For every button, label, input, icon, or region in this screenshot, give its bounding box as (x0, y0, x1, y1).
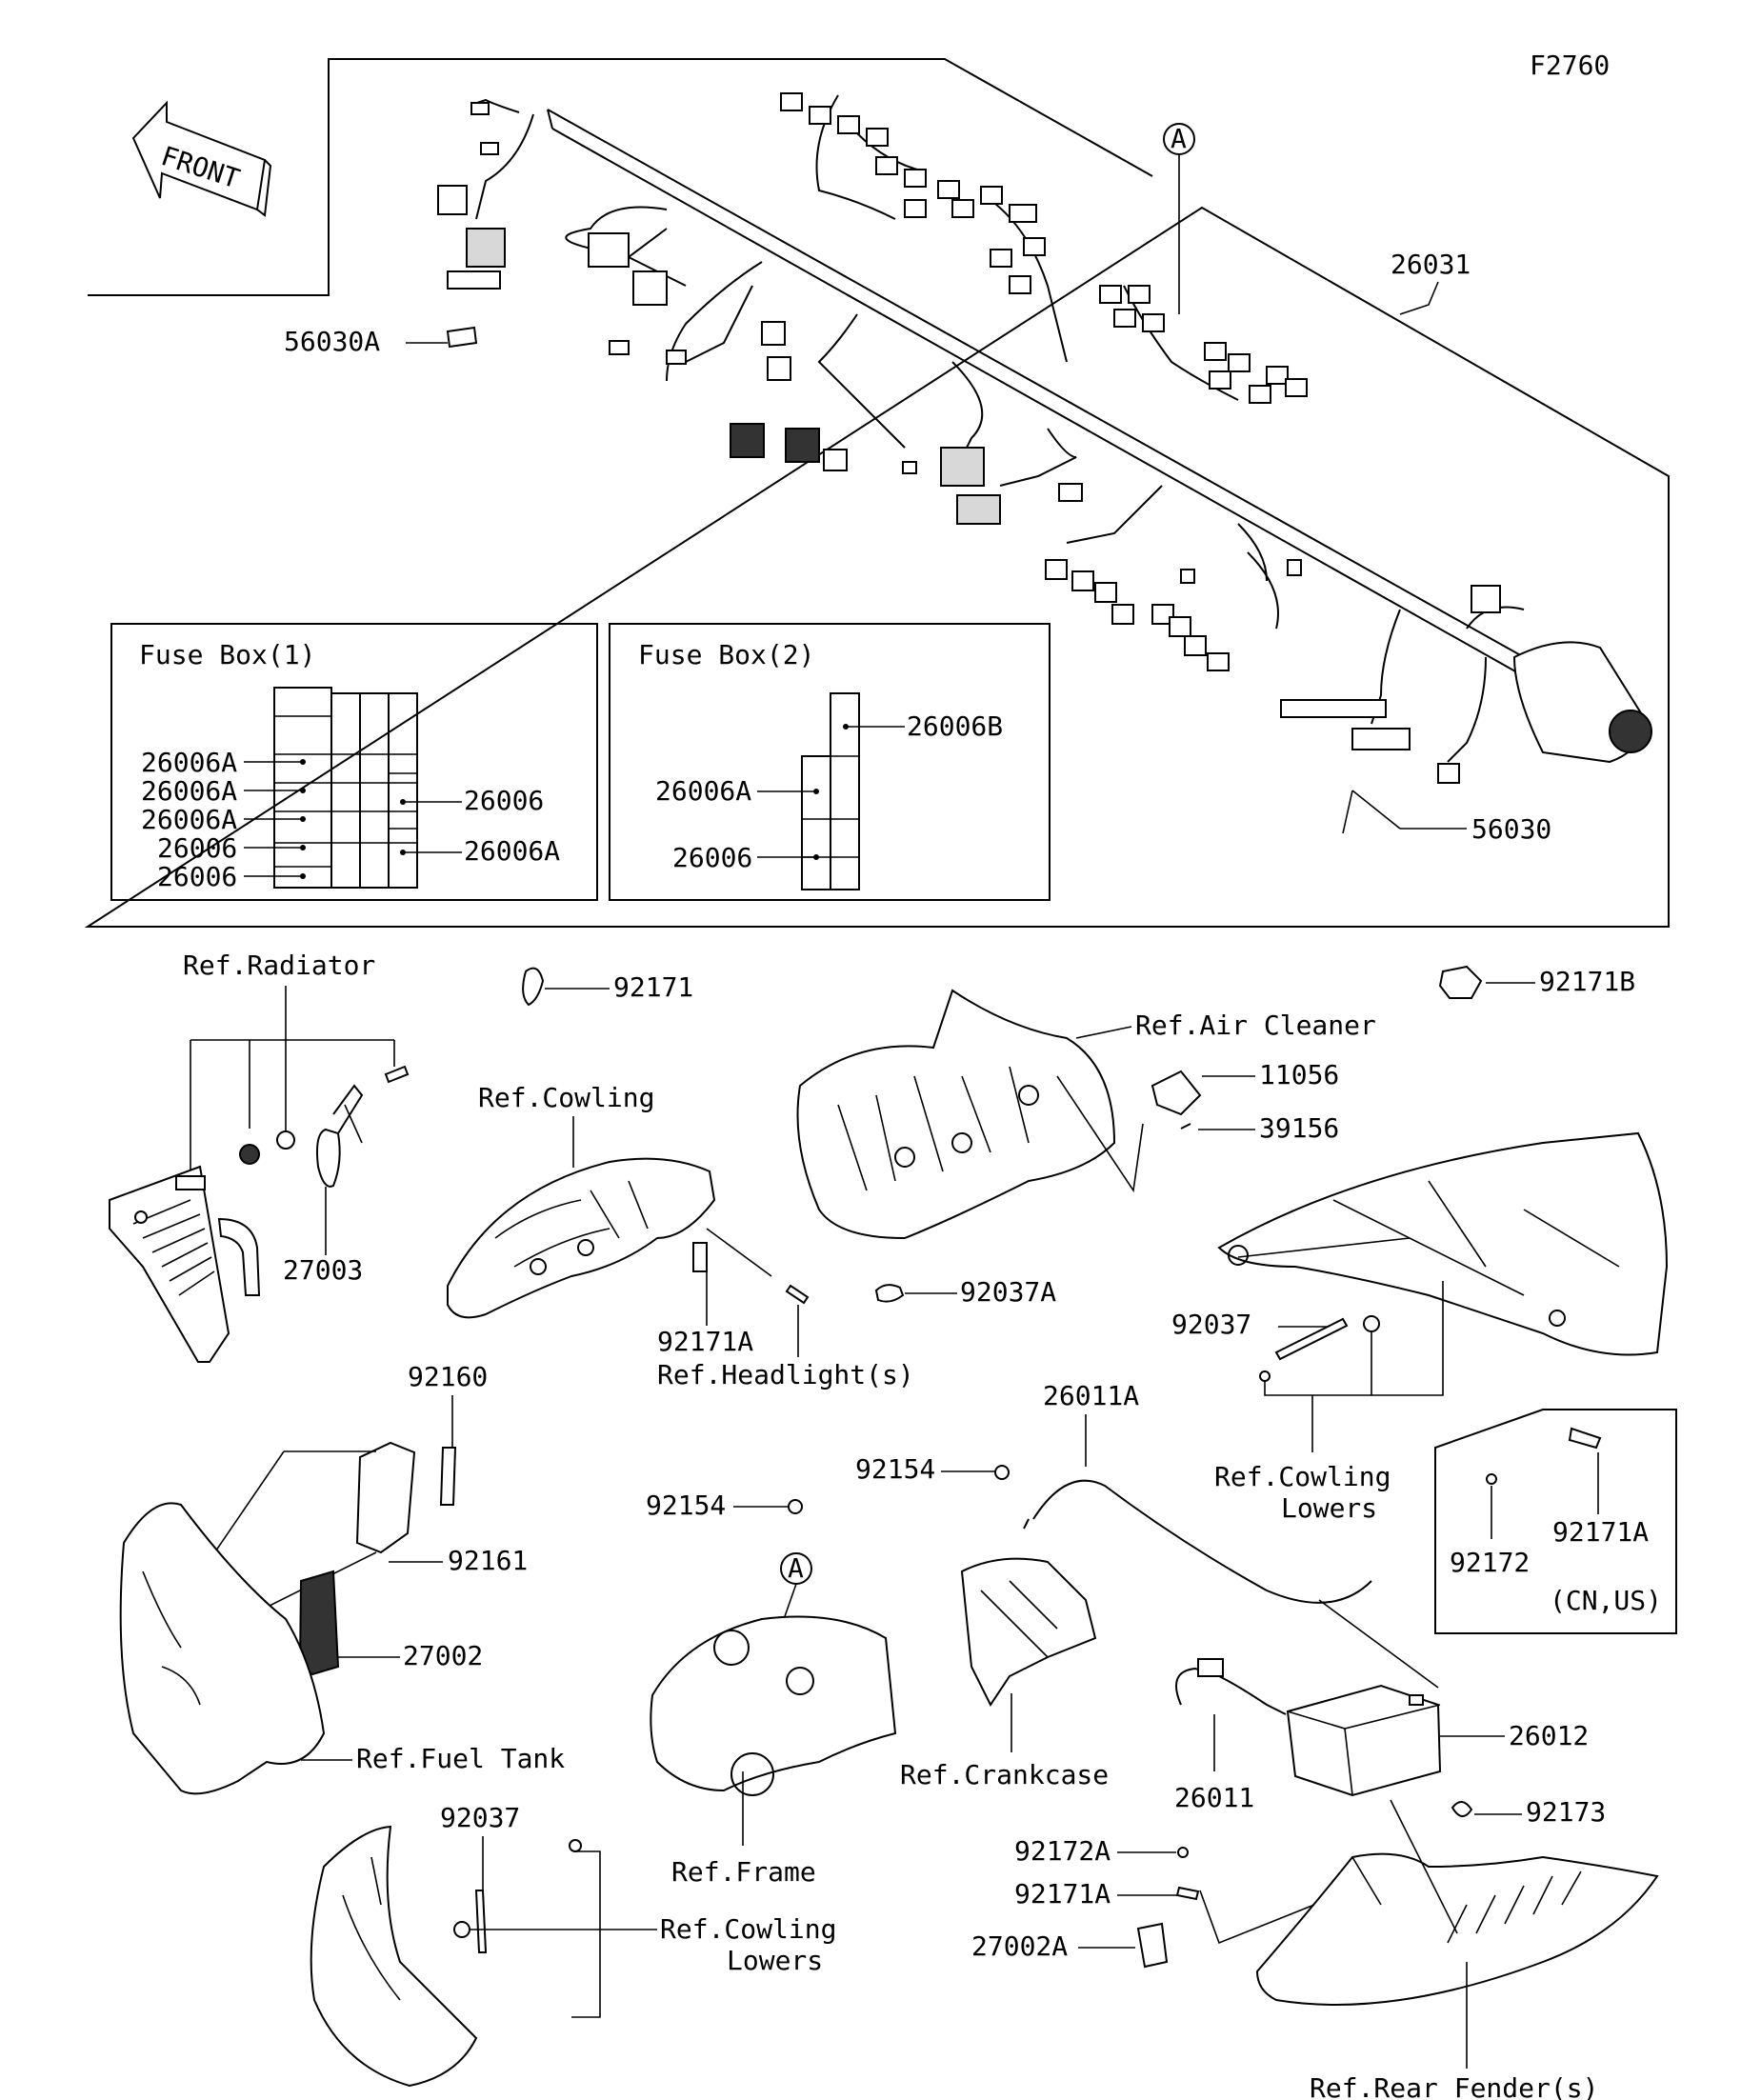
part-27002-label: 27002 (403, 1640, 483, 1671)
fuse-box-1: Fuse Box(1) 26006A 26006A 26006A 26006 2… (110, 623, 598, 901)
part-92171a-label-fender: 92171A (1014, 1878, 1111, 1910)
part-92037a: 92037A (874, 1276, 1056, 1308)
part-92037a-label: 92037A (960, 1276, 1056, 1308)
ref-crankcase-label: Ref.Crankcase (900, 1759, 1109, 1790)
ref-air-cleaner-label: Ref.Air Cleaner (1135, 1010, 1376, 1041)
fuse-box-1-right-label-1: 26006 (464, 785, 544, 816)
part-92171a-label-inset: 92171A (1552, 1516, 1649, 1548)
main-harness-trunk (547, 109, 1652, 764)
part-92037-label-right: 92037 (1171, 1309, 1251, 1340)
fuel-tank-assembly: 92160 92161 27002 Ref.Fuel Tank (119, 1361, 565, 1795)
part-56030: 56030 (1342, 790, 1551, 845)
cowling-lowers-right: 92037 Ref.Cowling Lowers (1171, 1131, 1669, 1524)
part-56030a: 56030A (284, 326, 478, 357)
fuse-box-1-title: Fuse Box(1) (139, 639, 315, 670)
part-92171b-label: 92171B (1539, 966, 1635, 997)
callout-a-frame-label: A (788, 1552, 804, 1584)
region-cn-us-label: (CN,US) (1550, 1585, 1662, 1616)
ref-cowling-lowers-label-1-right: Ref.Cowling (1214, 1461, 1391, 1492)
part-11056-label: 11056 (1259, 1059, 1339, 1090)
part-26031-label: 26031 (1391, 249, 1471, 280)
fuse-box-2-label-1: 26006B (907, 710, 1003, 742)
part-26031: 26031 (1391, 249, 1471, 315)
part-27002a-label: 27002A (971, 1930, 1068, 1962)
ref-fuel-tank-label: Ref.Fuel Tank (356, 1743, 565, 1774)
part-56030-label: 56030 (1471, 813, 1551, 845)
front-arrow-icon: FRONT (131, 100, 272, 217)
callout-a-harness: A (1163, 123, 1195, 314)
ref-cowling-lowers-label-2-left: Lowers (727, 1945, 823, 1976)
ref-rear-fender-label: Ref.Rear Fender(s) (1310, 2072, 1598, 2100)
fuse-box-2-label-3: 26006 (672, 842, 752, 873)
part-92160-label: 92160 (408, 1361, 488, 1392)
fuse-box-2-label-2: 26006A (655, 775, 751, 807)
cowling-lowers-left: 92037 Ref.Cowling Lowers (310, 1802, 836, 2088)
part-92171-label: 92171 (613, 971, 693, 1003)
harness-frame (84, 58, 1670, 928)
ref-cowling-lowers-label-2-right: Lowers (1281, 1492, 1377, 1524)
part-92161-label: 92161 (448, 1545, 528, 1576)
fuse-box-1-left-label-1: 26006A (141, 747, 237, 778)
radiator-assembly: Ref.Radiator 27003 (109, 950, 410, 1363)
part-92154-label-crank: 92154 (855, 1453, 935, 1485)
harness-connectors (437, 92, 1501, 784)
part-11056: 11056 (1151, 1059, 1339, 1116)
ref-radiator-label: Ref.Radiator (183, 950, 375, 981)
air-cleaner-assembly: Ref.Air Cleaner (796, 989, 1376, 1240)
ref-cowling-lowers-label-1-left: Ref.Cowling (660, 1913, 836, 1945)
cn-us-inset: 92172 92171A (CN,US) (1434, 1409, 1677, 1634)
cowling-assembly: Ref.Cowling 92171A Ref.Headlight(s) (447, 1082, 914, 1390)
part-92154-label-frame: 92154 (646, 1490, 726, 1521)
part-92173-label: 92173 (1526, 1796, 1606, 1828)
ref-cowling-label: Ref.Cowling (478, 1082, 654, 1113)
ref-frame-label: Ref.Frame (671, 1856, 816, 1888)
battery-assembly: 26012 26011 (1174, 1658, 1589, 1813)
part-92172a-label: 92172A (1014, 1835, 1111, 1867)
frame-assembly: 92154 A Ref.Frame (646, 1490, 897, 1888)
fuse-box-1-right-label-2: 26006A (464, 835, 560, 867)
part-26011a-label: 26011A (1043, 1380, 1139, 1411)
fuse-box-2: Fuse Box(2) 26006B 26006A 26006 (609, 623, 1051, 901)
ref-headlights-label: Ref.Headlight(s) (657, 1359, 914, 1390)
fuse-box-1-left-label-3: 26006A (141, 804, 237, 835)
fuse-box-1-left-label-2: 26006A (141, 775, 237, 807)
crankcase-assembly: 26011A 92154 Ref.Crankcase (855, 1380, 1439, 1790)
part-92171a-label-cowling: 92171A (657, 1326, 753, 1357)
part-39156-label: 39156 (1259, 1112, 1339, 1144)
part-39156: 39156 (1180, 1112, 1339, 1144)
part-92171: 92171 (522, 967, 693, 1007)
fuse-box-1-left-label-4: 26006 (157, 832, 237, 864)
part-27003-label: 27003 (283, 1254, 363, 1286)
part-56030a-label: 56030A (284, 326, 380, 357)
part-26011-label: 26011 (1174, 1782, 1254, 1813)
part-26012-label: 26012 (1509, 1720, 1589, 1751)
figure-code: F2760 (1530, 50, 1610, 81)
part-92037-label-left: 92037 (440, 1802, 520, 1833)
fuse-box-1-left-label-5: 26006 (157, 861, 237, 892)
part-92172-label-inset: 92172 (1450, 1547, 1530, 1578)
part-92171b: 92171B (1438, 965, 1635, 999)
rear-fender-assembly: 92173 Ref.Rear Fender(s) 92172A 92171A 2… (971, 1796, 1659, 2100)
fuse-box-2-title: Fuse Box(2) (638, 639, 814, 670)
callout-a-harness-label: A (1171, 123, 1187, 154)
